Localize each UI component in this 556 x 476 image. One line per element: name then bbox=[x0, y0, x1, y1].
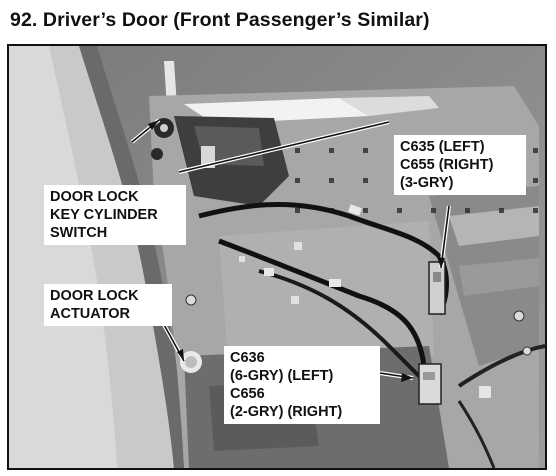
callout-line: (3-GRY) bbox=[400, 175, 454, 191]
callout-line: KEY CYLINDER bbox=[50, 207, 158, 223]
callout-line: C655 (RIGHT) bbox=[400, 157, 494, 173]
callout-line: C656 bbox=[230, 386, 265, 402]
callout-line: ACTUATOR bbox=[50, 306, 131, 322]
callout-line: C636 bbox=[230, 350, 265, 366]
page-title: 92. Driver’s Door (Front Passenger’s Sim… bbox=[10, 9, 430, 31]
callout-lock-actuator: DOOR LOCK ACTUATOR bbox=[44, 284, 172, 326]
callout-connector-c635-c655: C635 (LEFT) C655 (RIGHT) (3-GRY) bbox=[394, 135, 526, 195]
callout-key-cylinder-switch: DOOR LOCK KEY CYLINDER SWITCH bbox=[44, 185, 186, 245]
callout-line: DOOR LOCK bbox=[50, 189, 139, 205]
callout-line: C635 (LEFT) bbox=[400, 139, 485, 155]
callout-line: SWITCH bbox=[50, 225, 108, 241]
callout-connector-c636-c656: C636 (6-GRY) (LEFT) C656 (2-GRY) (RIGHT) bbox=[224, 346, 380, 424]
callout-line: (6-GRY) (LEFT) bbox=[230, 368, 334, 384]
callout-line: (2-GRY) (RIGHT) bbox=[230, 404, 343, 420]
door-panel-figure: DOOR LOCK KEY CYLINDER SWITCH DOOR LOCK … bbox=[7, 44, 547, 470]
callout-line: DOOR LOCK bbox=[50, 288, 139, 304]
